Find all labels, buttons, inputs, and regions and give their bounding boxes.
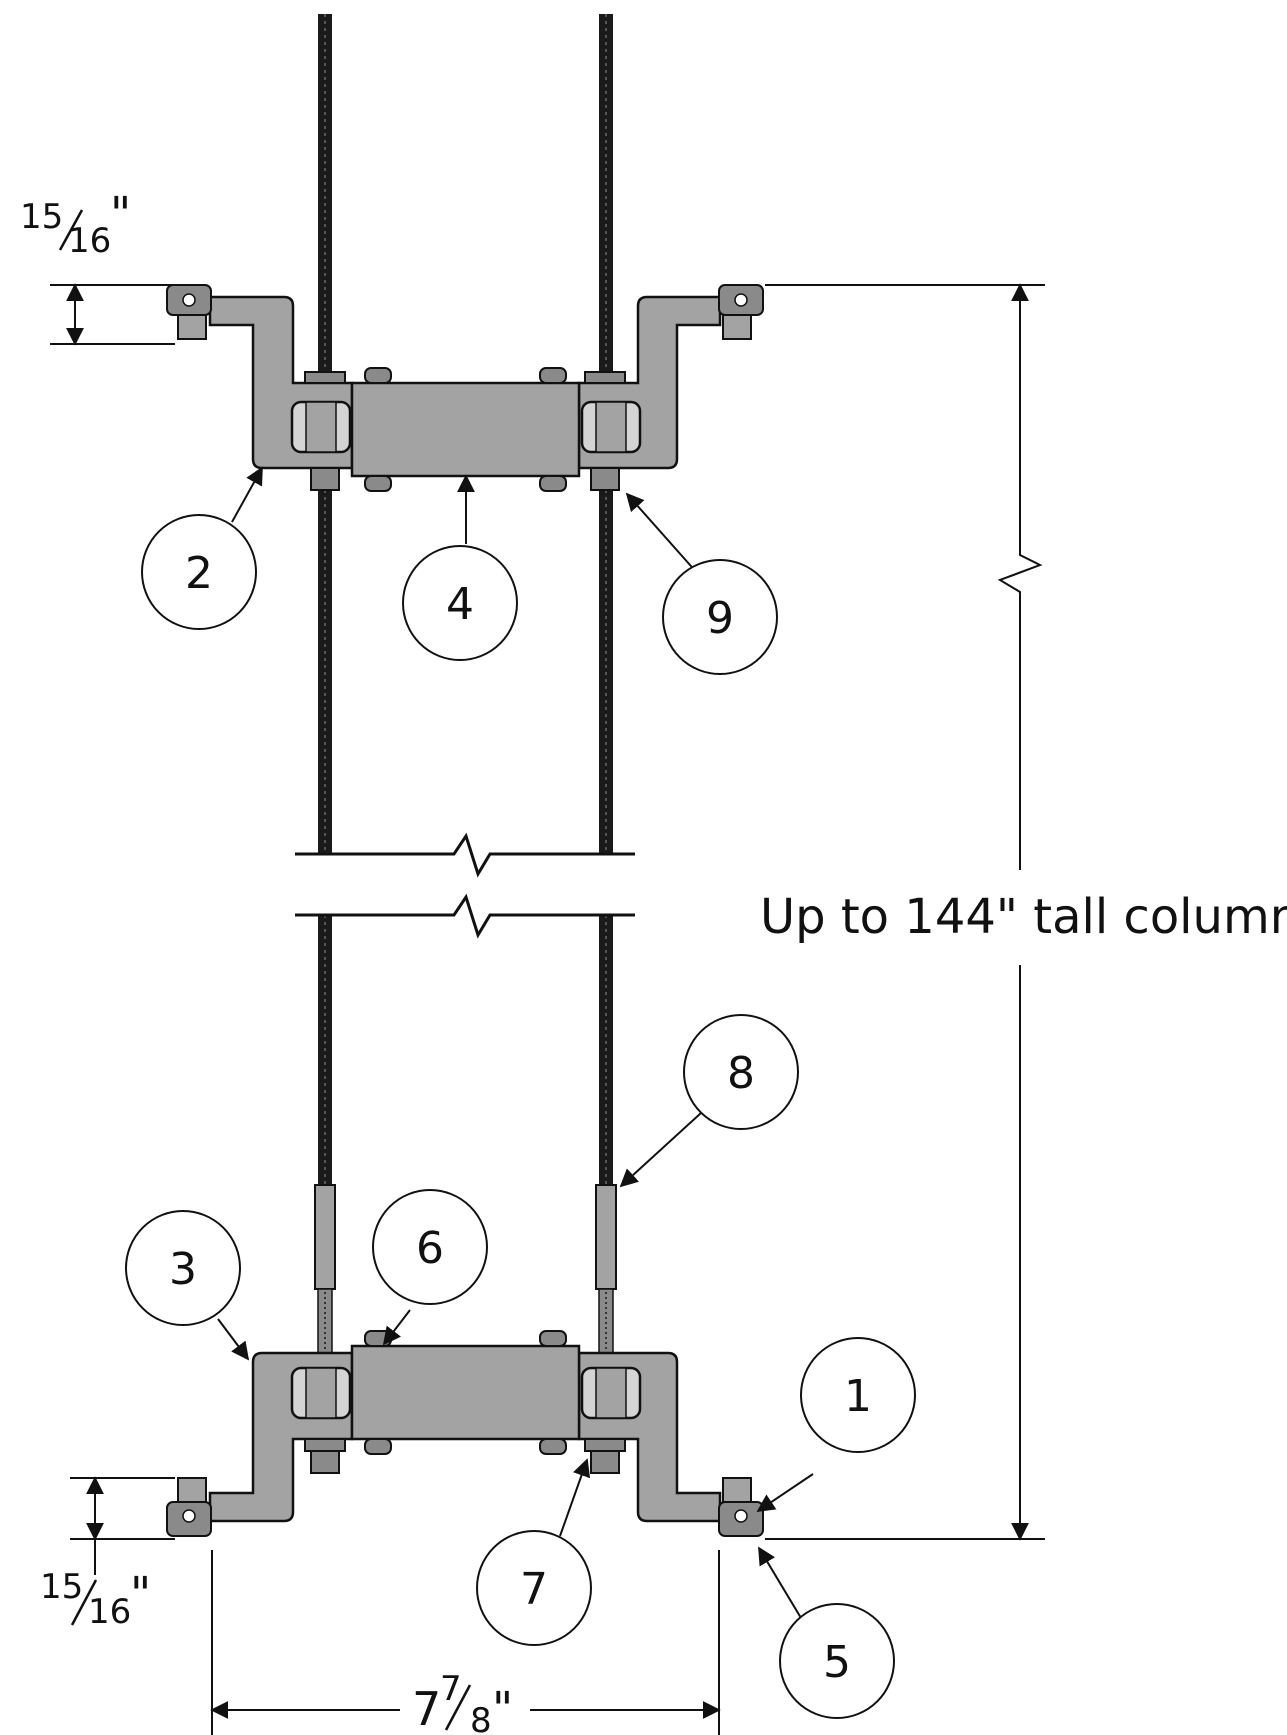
callout-leaders xyxy=(217,466,814,1624)
threaded-rods xyxy=(318,14,613,1185)
top-gap-dimension: 15 16 " xyxy=(20,187,131,261)
dimension-labels: 15 16 " 15 16 " Up to 144" tall column 7… xyxy=(20,187,1287,1735)
callout-bubble-6: 6 xyxy=(372,1189,488,1305)
svg-text:2: 2 xyxy=(185,548,213,599)
top-left-clip xyxy=(166,284,212,340)
bottom-left-clip xyxy=(166,1477,212,1537)
top-right-clip xyxy=(718,284,764,340)
svg-text:7: 7 xyxy=(520,1564,548,1615)
height-dimension-label: Up to 144" tall column xyxy=(760,889,1287,945)
svg-text:": " xyxy=(492,1682,513,1735)
break-line-upper xyxy=(295,832,635,878)
svg-text:5: 5 xyxy=(823,1637,851,1688)
svg-text:8: 8 xyxy=(470,1701,492,1735)
callout-bubble-9: 9 xyxy=(662,559,778,675)
svg-text:8: 8 xyxy=(727,1048,755,1099)
bottom-left-nut xyxy=(310,1450,340,1474)
break-lines xyxy=(295,832,635,939)
svg-text:7: 7 xyxy=(412,1682,441,1735)
width-dimension: 7 7 8 " xyxy=(412,1669,513,1735)
svg-text:15: 15 xyxy=(20,197,63,237)
top-left-nut xyxy=(310,467,340,491)
svg-text:15: 15 xyxy=(40,1567,83,1607)
svg-text:4: 4 xyxy=(446,579,474,630)
callout-bubble-1: 1 xyxy=(800,1337,916,1453)
callout-bubble-4: 4 xyxy=(402,545,518,661)
break-line-lower xyxy=(295,893,635,939)
svg-text:16: 16 xyxy=(88,1592,131,1632)
svg-text:16: 16 xyxy=(68,221,111,261)
callout-bubble-5: 5 xyxy=(779,1603,895,1719)
bottom-right-nut xyxy=(590,1450,620,1474)
dimension-lines xyxy=(50,283,1045,1735)
callout-bubble-2: 2 xyxy=(141,514,257,630)
svg-text:7: 7 xyxy=(440,1669,462,1709)
bottom-center-channel xyxy=(350,1344,581,1441)
svg-text:3: 3 xyxy=(169,1244,197,1295)
top-right-nut xyxy=(590,467,620,491)
left-coupling-nut xyxy=(314,1184,336,1290)
top-center-channel xyxy=(350,381,581,478)
callout-bubble-8: 8 xyxy=(683,1014,799,1130)
svg-text:": " xyxy=(110,187,131,241)
bottom-bracket-assembly xyxy=(166,1330,764,1537)
svg-text:1: 1 xyxy=(844,1371,872,1422)
svg-text:": " xyxy=(130,1567,151,1621)
callout-bubble-3: 3 xyxy=(125,1210,241,1326)
svg-text:6: 6 xyxy=(416,1223,444,1274)
svg-text:9: 9 xyxy=(706,593,734,644)
top-bracket-assembly xyxy=(166,284,764,492)
callout-bubble-7: 7 xyxy=(476,1530,592,1646)
right-coupling-nut xyxy=(595,1184,617,1290)
bottom-gap-dimension: 15 16 " xyxy=(40,1567,151,1632)
bottom-right-clip xyxy=(718,1477,764,1537)
